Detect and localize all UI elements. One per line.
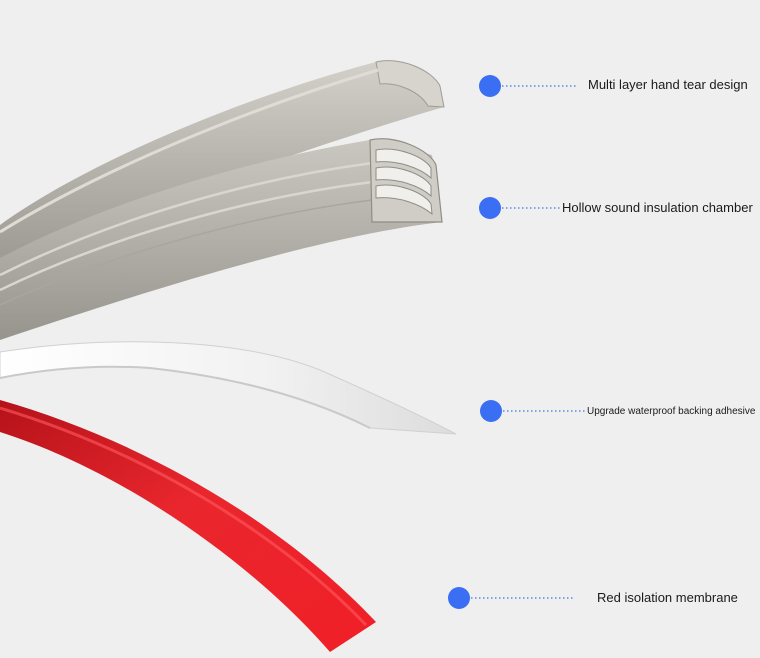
top-strip-highlight [0, 68, 379, 234]
red-membrane-strip [0, 400, 376, 652]
chamber-cavity-3 [375, 184, 433, 216]
red-membrane-body [0, 400, 376, 652]
blue-dot-icon [479, 197, 501, 219]
callout-1 [479, 75, 578, 97]
callout-label-red-membrane: Red isolation membrane [597, 590, 738, 605]
callout-label-hollow-chamber: Hollow sound insulation chamber [562, 200, 753, 215]
hollow-chamber-strip [0, 138, 443, 340]
red-membrane-highlight [0, 406, 368, 627]
blue-dot-icon [480, 400, 502, 422]
callout-2 [479, 197, 560, 219]
waterproof-adhesive-strip [0, 341, 457, 435]
adhesive-strip-edge [0, 365, 371, 429]
callout-label-waterproof-adhesive: Upgrade waterproof backing adhesive [587, 406, 756, 417]
top-strip-profile [375, 60, 445, 108]
callout-label-multi-layer-tear: Multi layer hand tear design [588, 77, 748, 92]
main-strip-layer-line-2 [0, 180, 373, 292]
callout-4 [448, 587, 574, 609]
adhesive-strip-body [0, 341, 457, 435]
main-strip-layer-line-3 [0, 199, 373, 306]
chamber-cavity-1 [375, 148, 432, 180]
chamber-cavity-2 [375, 166, 432, 198]
blue-dot-icon [479, 75, 501, 97]
main-strip-layer-line-1 [0, 161, 373, 277]
callout-3 [480, 400, 585, 422]
blue-dot-icon [448, 587, 470, 609]
main-strip-body [0, 140, 442, 340]
